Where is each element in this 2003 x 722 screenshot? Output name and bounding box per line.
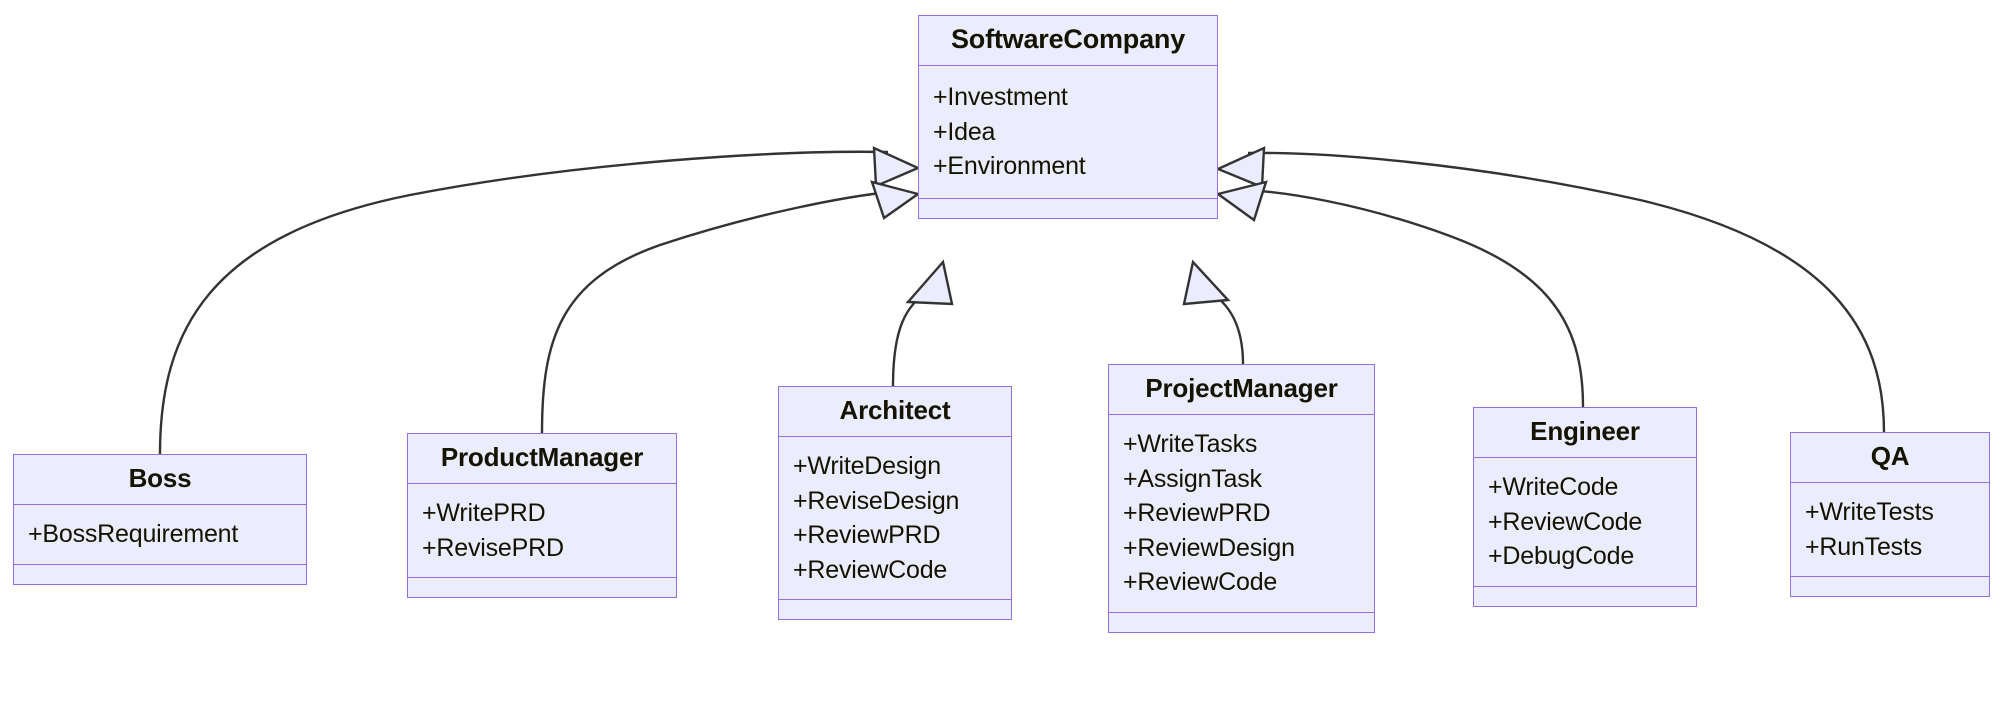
inheritance-arrowhead-projectmanager <box>1182 259 1231 306</box>
inheritance-arrowhead-engineer <box>1215 180 1268 222</box>
attribute-row: +ReviewCode <box>793 555 948 584</box>
attribute-row: +WriteDesign <box>793 452 941 480</box>
attribute-row: +DebugCode <box>1488 542 1635 570</box>
class-attributes-architect: +WriteDesign +ReviseDesign +ReviewPRD +R… <box>779 437 1011 600</box>
class-methods-productmanager <box>408 578 676 597</box>
class-attributes-engineer: +WriteCode +ReviewCode +DebugCode <box>1474 458 1696 587</box>
attribute-row: +Environment <box>933 152 1086 180</box>
class-methods-qa <box>1791 577 1989 596</box>
class-title-projectmanager: ProjectManager <box>1109 365 1374 415</box>
attribute-row: +Investment <box>933 83 1068 111</box>
attribute-row: +ReviewCode <box>1488 507 1643 536</box>
attribute-row: +WriteTests <box>1805 498 1934 526</box>
class-title-softwarecompany: SoftwareCompany <box>919 16 1217 66</box>
attribute-row: +ReviseDesign <box>793 486 960 515</box>
class-methods-boss <box>14 565 306 584</box>
inheritance-arrowhead-architect <box>905 259 954 306</box>
attribute-row: +AssignTask <box>1123 464 1262 493</box>
attribute-row: +RunTests <box>1805 532 1923 561</box>
uml-class-softwarecompany[interactable]: SoftwareCompany +Investment +Idea +Envir… <box>918 15 1218 219</box>
uml-class-projectmanager[interactable]: ProjectManager +WriteTasks +AssignTask +… <box>1108 364 1375 633</box>
uml-class-architect[interactable]: Architect +WriteDesign +ReviseDesign +Re… <box>778 386 1012 620</box>
class-methods-softwarecompany <box>919 199 1217 218</box>
class-title-engineer: Engineer <box>1474 408 1696 458</box>
class-attributes-projectmanager: +WriteTasks +AssignTask +ReviewPRD +Revi… <box>1109 415 1374 613</box>
attribute-row: +ReviewPRD <box>793 521 941 549</box>
inheritance-arrowhead-productmanager <box>870 180 921 220</box>
uml-class-productmanager[interactable]: ProductManager +WritePRD +RevisePRD <box>407 433 677 598</box>
class-title-qa: QA <box>1791 433 1989 483</box>
class-title-architect: Architect <box>779 387 1011 437</box>
attribute-row: +ReviewPRD <box>1123 499 1271 527</box>
attribute-row: +RevisePRD <box>422 533 564 562</box>
class-methods-engineer <box>1474 587 1696 606</box>
attribute-row: +ReviewDesign <box>1123 533 1295 562</box>
class-title-boss: Boss <box>14 455 306 505</box>
uml-class-qa[interactable]: QA +WriteTests +RunTests <box>1790 432 1990 597</box>
attribute-row: +ReviewCode <box>1123 568 1278 596</box>
attribute-row: +WriteCode <box>1488 473 1619 501</box>
class-attributes-softwarecompany: +Investment +Idea +Environment <box>919 66 1217 199</box>
class-title-productmanager: ProductManager <box>408 434 676 484</box>
attribute-row: +WritePRD <box>422 499 546 527</box>
class-attributes-productmanager: +WritePRD +RevisePRD <box>408 484 676 578</box>
class-attributes-boss: +BossRequirement <box>14 505 306 565</box>
edge-projectmanager-to-softwarecompany <box>1205 288 1245 365</box>
class-attributes-qa: +WriteTests +RunTests <box>1791 483 1989 577</box>
inheritance-arrowhead-boss <box>872 146 921 188</box>
edge-architect-to-softwarecompany <box>891 288 931 387</box>
attribute-row: +WriteTasks <box>1123 430 1258 458</box>
uml-class-engineer[interactable]: Engineer +WriteCode +ReviewCode +DebugCo… <box>1473 407 1697 607</box>
inheritance-arrowhead-qa <box>1214 146 1266 189</box>
class-methods-architect <box>779 600 1011 619</box>
uml-class-boss[interactable]: Boss +BossRequirement <box>13 454 307 585</box>
attribute-row: +BossRequirement <box>28 520 239 548</box>
class-methods-projectmanager <box>1109 613 1374 632</box>
attribute-row: +Idea <box>933 117 996 146</box>
